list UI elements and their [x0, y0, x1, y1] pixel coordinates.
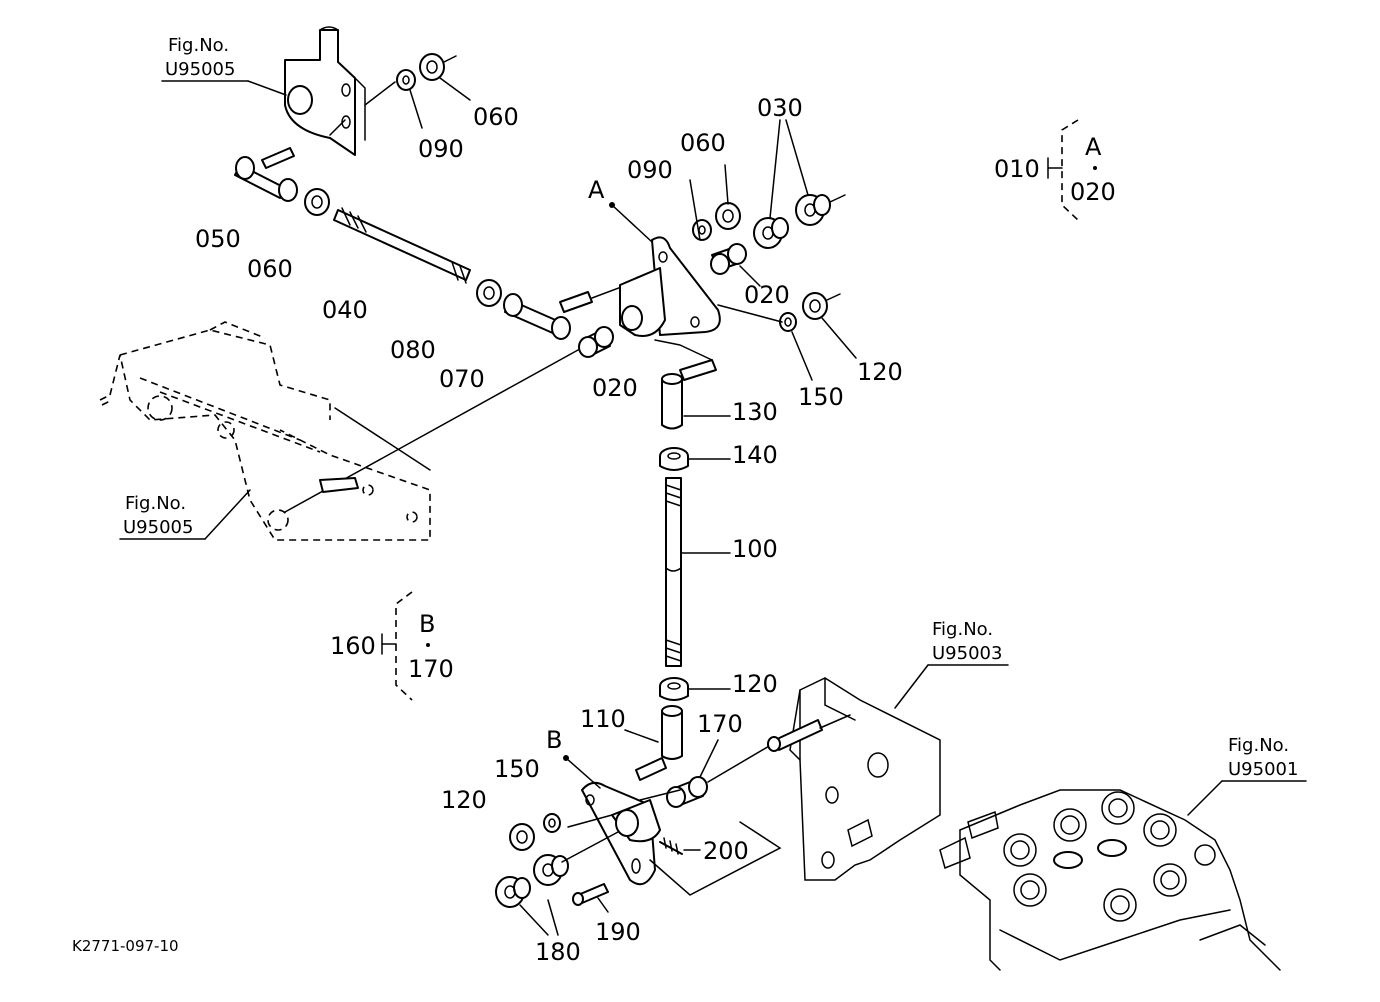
label-170-notation: 170 — [408, 655, 454, 683]
nut-140 — [659, 447, 689, 471]
figure-ref-1-title: Fig.No. — [168, 35, 229, 56]
label-mark-b: B — [546, 726, 562, 754]
mounting-bracket-left — [99, 321, 431, 541]
label-080: 080 — [390, 336, 436, 364]
label-040: 040 — [322, 296, 368, 324]
nut-060-top — [419, 53, 457, 81]
label-100: 100 — [732, 535, 778, 563]
label-060-mid: 060 — [247, 255, 293, 283]
label-030: 030 — [757, 94, 803, 122]
label-140: 140 — [732, 441, 778, 469]
label-090-right: 090 — [627, 156, 673, 184]
label-mark-a: A — [588, 176, 605, 204]
label-190: 190 — [595, 918, 641, 946]
nut-120-top — [802, 292, 841, 320]
nut-080 — [476, 279, 502, 307]
nut-120-lower — [509, 823, 535, 851]
bushing-020-right — [710, 243, 747, 275]
label-150-lower: 150 — [494, 755, 540, 783]
joint-130 — [654, 339, 717, 430]
washer-090-right — [692, 219, 712, 241]
label-120-top: 120 — [857, 358, 903, 386]
figure-ref-2-title: Fig.No. — [125, 493, 186, 514]
nut-060-right — [715, 202, 741, 230]
label-mark-a-notation: A — [1085, 133, 1102, 161]
rod-040 — [333, 207, 471, 284]
notation-a — [1047, 119, 1097, 221]
label-070: 070 — [439, 365, 485, 393]
label-020-notation: 020 — [1070, 178, 1116, 206]
label-120-lower: 120 — [441, 786, 487, 814]
label-200: 200 — [703, 837, 749, 865]
figure-ref-3: Fig.No. U95003 — [894, 619, 1009, 709]
label-020-right: 020 — [744, 281, 790, 309]
label-020-left: 020 — [592, 374, 638, 402]
label-180: 180 — [535, 938, 581, 966]
label-050: 050 — [195, 225, 241, 253]
figure-ref-4-code: U95001 — [1228, 759, 1298, 780]
label-090-top: 090 — [418, 135, 464, 163]
nut-120-mid — [659, 677, 689, 701]
label-130: 130 — [732, 398, 778, 426]
notation-b — [381, 591, 430, 701]
label-160: 160 — [330, 632, 376, 660]
spring-pin-200 — [659, 837, 683, 855]
label-170-lower: 170 — [697, 710, 743, 738]
figure-ref-3-title: Fig.No. — [932, 619, 993, 640]
bushing-030-a — [753, 217, 789, 249]
bushing-180-b — [495, 876, 531, 908]
bushing-020-left — [578, 326, 614, 358]
lever-bracket-b — [563, 755, 661, 886]
nut-060-mid — [304, 188, 330, 216]
clevis-top-left — [284, 26, 396, 156]
control-valve-block — [939, 789, 1281, 971]
figure-ref-1: Fig.No. U95005 — [161, 35, 287, 96]
label-150-top: 150 — [798, 383, 844, 411]
cotter-pin-190 — [572, 883, 609, 906]
pin-050 — [234, 147, 298, 202]
lever-bracket-a — [609, 202, 721, 337]
bushing-180-a — [533, 854, 569, 886]
label-060-top: 060 — [473, 103, 519, 131]
bushing-030-b — [795, 194, 846, 226]
pin-070 — [503, 291, 593, 340]
washer-090-top — [396, 69, 416, 91]
figure-ref-1-code: U95005 — [165, 59, 235, 80]
label-010: 010 — [994, 155, 1040, 183]
figure-ref-2-code: U95005 — [123, 517, 193, 538]
washer-150-lower — [543, 813, 561, 833]
figure-ref-4-title: Fig.No. — [1228, 735, 1289, 756]
figure-ref-4: Fig.No. U95001 — [1187, 735, 1307, 816]
label-060-right: 060 — [680, 129, 726, 157]
figure-ref-2: Fig.No. U95005 — [119, 489, 251, 540]
label-mark-b-notation: B — [419, 610, 435, 638]
label-110: 110 — [580, 705, 626, 733]
mounting-bracket-right — [767, 677, 941, 881]
joint-110 — [635, 705, 683, 781]
rod-100 — [665, 477, 682, 667]
label-120-mid: 120 — [732, 670, 778, 698]
drawing-code: K2771-097-10 — [72, 937, 179, 955]
figure-ref-3-code: U95003 — [932, 643, 1002, 664]
